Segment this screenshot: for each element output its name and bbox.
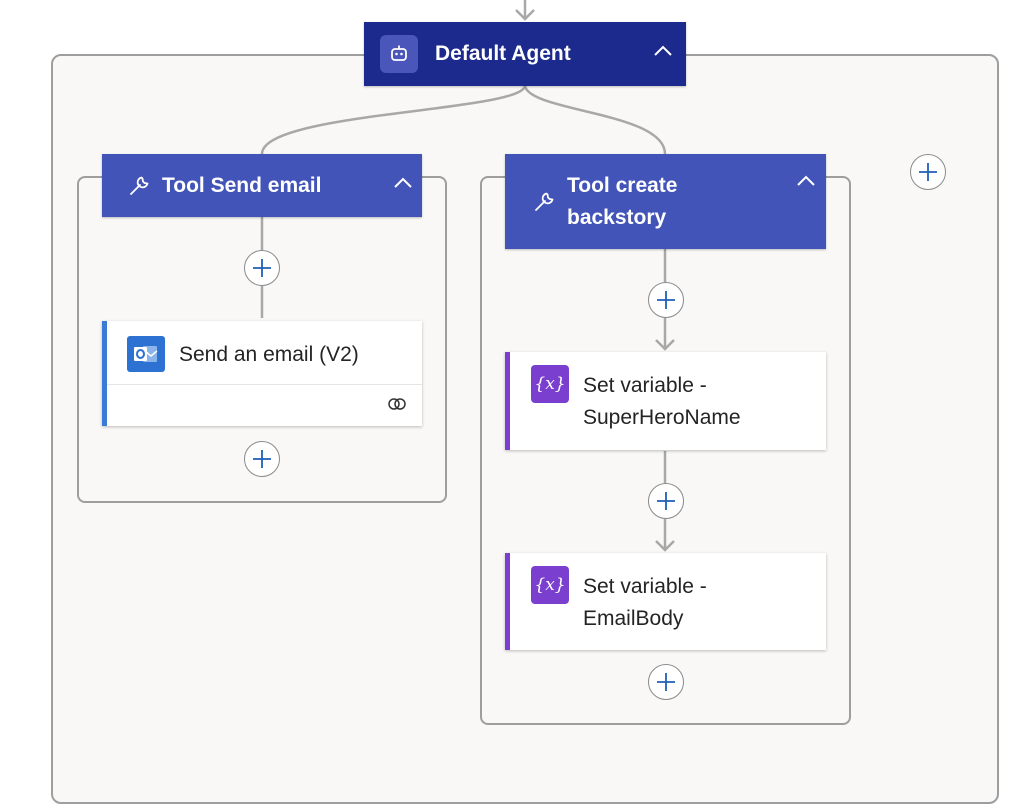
wrench-icon (126, 173, 152, 199)
plus-icon (657, 492, 675, 510)
set-variable-emailbody-card[interactable]: {x} Set variable - EmailBody (505, 553, 826, 650)
wrench-icon (531, 189, 557, 215)
add-action-button[interactable] (910, 154, 946, 190)
default-agent-title: Default Agent (435, 42, 571, 65)
add-action-button[interactable] (648, 483, 684, 519)
card-accent (505, 352, 510, 450)
set-variable-title-line2: EmailBody (583, 607, 684, 630)
chevron-up-icon[interactable] (652, 40, 674, 62)
plus-icon (253, 450, 271, 468)
tool-backstory-title-line1: Tool create (567, 173, 678, 197)
card-accent (102, 321, 107, 426)
send-email-action-card[interactable]: Send an email (V2) (102, 321, 422, 426)
add-action-button[interactable] (648, 664, 684, 700)
plus-icon (253, 259, 271, 277)
add-action-button[interactable] (244, 250, 280, 286)
set-variable-title-line1: Set variable - (583, 575, 707, 598)
tool-send-email-header[interactable]: Tool Send email (102, 154, 422, 217)
plus-icon (919, 163, 937, 181)
set-variable-title-line1: Set variable - (583, 374, 707, 397)
set-variable-superheroname-card[interactable]: {x} Set variable - SuperHeroName (505, 352, 826, 450)
plus-icon (657, 673, 675, 691)
set-variable-title-line2: SuperHeroName (583, 406, 741, 429)
outlook-icon (127, 336, 165, 372)
chevron-up-icon[interactable] (795, 170, 817, 192)
tool-backstory-title-line2: backstory (567, 205, 667, 229)
card-accent (505, 553, 510, 650)
tool-backstory-header[interactable]: Tool create backstory (505, 154, 826, 249)
variable-icon: {x} (531, 365, 569, 403)
plus-icon (657, 291, 675, 309)
chevron-up-icon[interactable] (392, 172, 414, 194)
tool-send-email-title: Tool Send email (162, 173, 322, 197)
card-footer (107, 384, 422, 426)
add-action-button[interactable] (244, 441, 280, 477)
send-email-action-title: Send an email (V2) (179, 343, 359, 366)
add-action-button[interactable] (648, 282, 684, 318)
default-agent-header[interactable]: Default Agent (364, 22, 686, 86)
link-icon[interactable] (386, 395, 408, 413)
variable-icon: {x} (531, 566, 569, 604)
robot-icon (380, 35, 418, 73)
